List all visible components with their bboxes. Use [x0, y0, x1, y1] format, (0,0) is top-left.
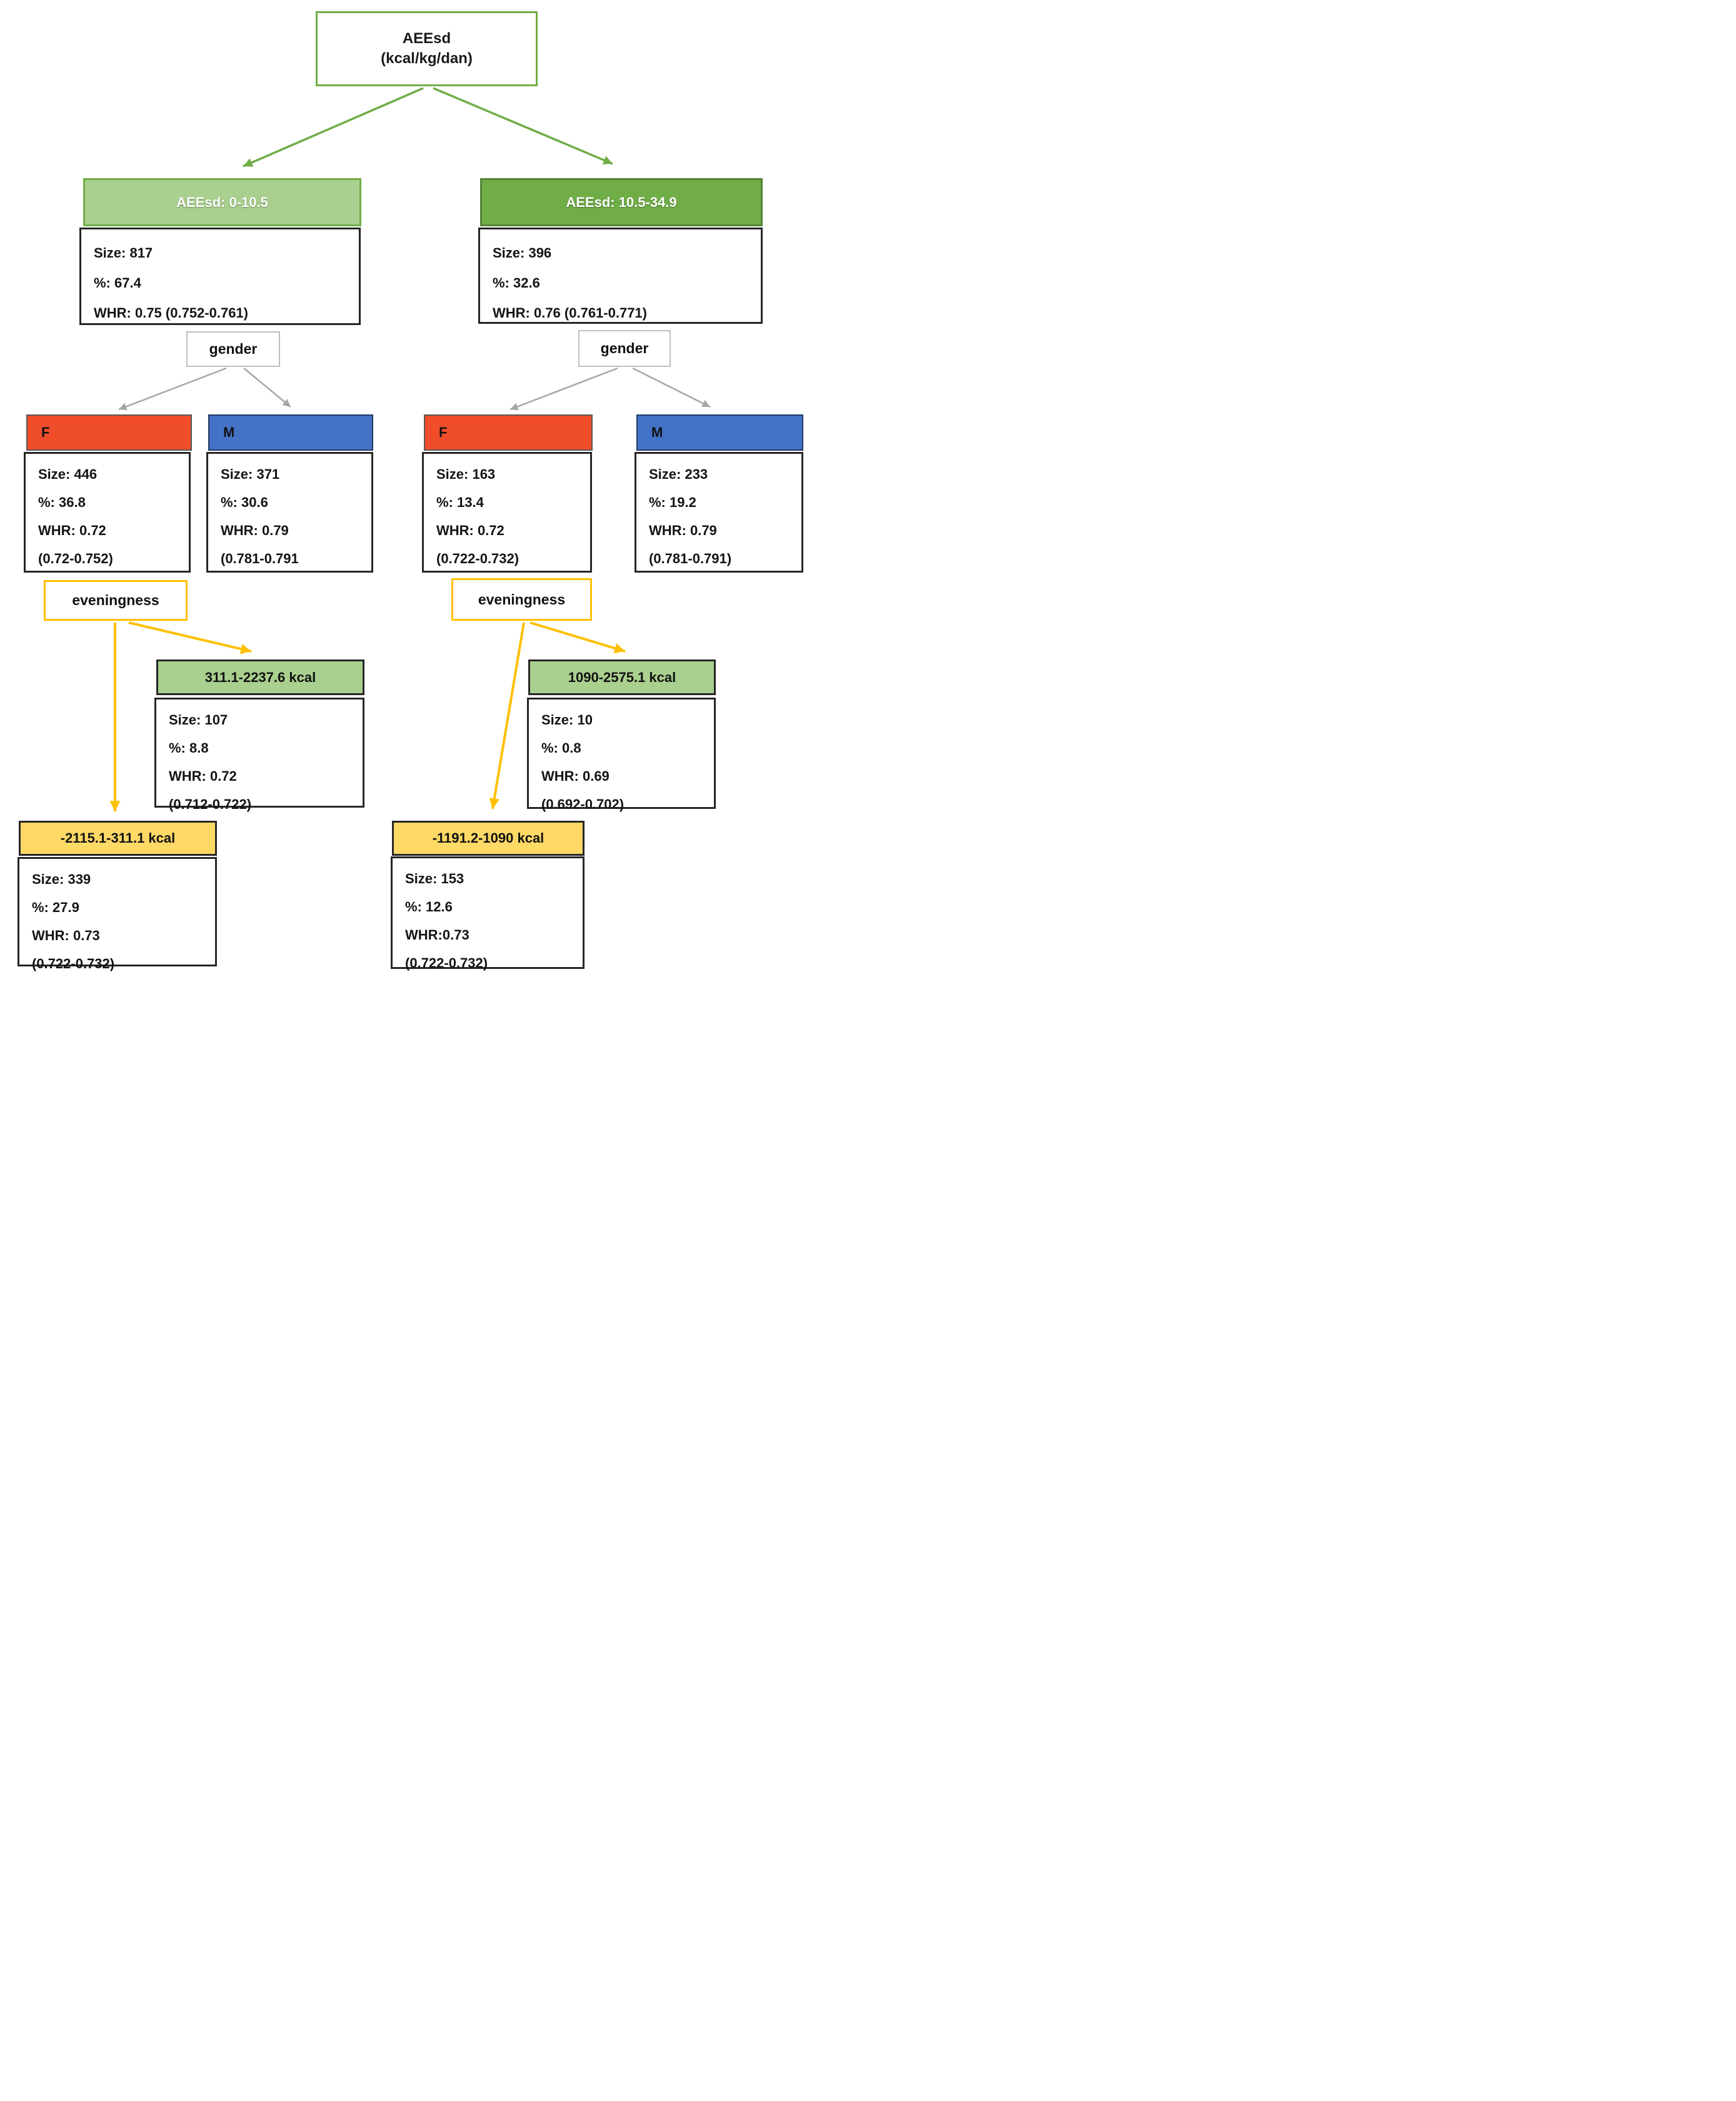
node-header-male-low: M [208, 414, 373, 451]
stat-size: Size: 153 [405, 871, 464, 886]
split-label-eveningness-left: eveningness [44, 580, 188, 621]
arrow-gender-left-to-f [118, 367, 227, 411]
node-header-label: M [651, 424, 663, 440]
stat-whr: WHR: 0.79 [649, 523, 717, 538]
split-label-text: eveningness [478, 591, 566, 608]
stat-percent: %: 27.9 [32, 900, 79, 915]
arrow-root-to-aeesd-high [433, 87, 613, 165]
stat-size: Size: 446 [38, 466, 98, 482]
stat-whr-ci: (0.722-0.732) [32, 956, 115, 971]
stat-whr: WHR: 0.79 [221, 523, 289, 538]
node-header-aeesd-low: AEEsd: 0-10.5 [83, 178, 361, 226]
stat-percent: %: 67.4 [94, 275, 141, 291]
stat-whr-ci: (0.722-0.732) [436, 551, 519, 566]
stat-size: Size: 10 [541, 712, 593, 728]
node-header-kcal-mid-right: 1090-2575.1 kcal [528, 659, 716, 695]
split-label-text: gender [209, 341, 258, 357]
stat-whr: WHR: 0.72 [38, 523, 106, 538]
arrow-gender-left-to-m [243, 368, 291, 408]
stat-percent: %: 8.8 [169, 740, 209, 756]
arrow-eveningness-left-to-high-kcal [128, 621, 252, 654]
arrow-root-to-aeesd-low [243, 87, 424, 168]
arrow-eveningness-right-to-low-kcal [489, 622, 525, 810]
node-body-male-high: Size: 233 %: 19.2 WHR: 0.79 (0.781-0.791… [635, 452, 803, 573]
stat-percent: %: 12.6 [405, 899, 453, 915]
stat-whr: WHR: 0.72 [436, 523, 504, 538]
stat-whr: WHR: 0.72 [169, 768, 237, 784]
node-header-label: AEEsd: 0-10.5 [176, 194, 268, 210]
stat-whr-ci: (0.722-0.732) [405, 955, 488, 971]
stat-whr-ci: (0.692-0.702) [541, 796, 625, 812]
stat-whr: WHR: 0.73 [32, 928, 100, 943]
stat-percent: %: 30.6 [221, 494, 268, 510]
stat-size: Size: 163 [436, 466, 496, 482]
stat-percent: %: 13.4 [436, 494, 484, 510]
stat-size: Size: 396 [493, 245, 552, 261]
root-title-line2: (kcal/kg/dan) [381, 50, 473, 67]
node-body-kcal-bottom-left: Size: 339 %: 27.9 WHR: 0.73 (0.722-0.732… [18, 857, 217, 971]
node-body-aeesd-high: Size: 396 %: 32.6 WHR: 0.76 (0.761-0.771… [478, 228, 763, 324]
node-header-kcal-bottom-right: -1191.2-1090 kcal [392, 821, 585, 856]
node-body-male-low: Size: 371 %: 30.6 WHR: 0.79 (0.781-0.791 [206, 452, 373, 573]
node-header-label: M [223, 424, 235, 440]
node-header-kcal-mid-left: 311.1-2237.6 kcal [156, 659, 364, 695]
node-header-female-low: F [26, 414, 192, 451]
node-body-kcal-mid-right: Size: 10 %: 0.8 WHR: 0.69 (0.692-0.702) [527, 698, 716, 812]
node-header-label: 311.1-2237.6 kcal [204, 669, 316, 685]
stat-size: Size: 233 [649, 466, 708, 482]
stat-percent: %: 0.8 [541, 740, 581, 756]
arrow-gender-right-to-f [509, 367, 618, 411]
stat-size: Size: 817 [94, 245, 153, 261]
node-header-label: -1191.2-1090 kcal [432, 830, 544, 846]
stat-percent: %: 36.8 [38, 494, 86, 510]
arrow-eveningness-right-to-high-kcal [529, 621, 626, 654]
node-body-kcal-mid-left: Size: 107 %: 8.8 WHR: 0.72 (0.712-0.722) [154, 698, 364, 812]
arrow-gender-right-to-m [632, 367, 711, 408]
stat-whr: WHR:0.73 [405, 927, 469, 943]
stat-whr-ci: (0.781-0.791 [221, 551, 299, 566]
stat-size: Size: 371 [221, 466, 280, 482]
split-label-gender-right: gender [578, 330, 671, 367]
split-label-gender-left: gender [186, 331, 280, 367]
decision-tree-diagram: AEEsd (kcal/kg/dan) AEEsd: 0-10.5 Size: … [0, 0, 809, 979]
node-header-aeesd-high: AEEsd: 10.5-34.9 [480, 178, 763, 226]
node-header-label: -2115.1-311.1 kcal [60, 830, 176, 846]
node-header-kcal-bottom-left: -2115.1-311.1 kcal [19, 821, 217, 856]
node-header-label: F [41, 424, 50, 440]
stat-whr: WHR: 0.75 (0.752-0.761) [94, 305, 248, 321]
node-header-female-high: F [424, 414, 593, 451]
stat-whr-ci: (0.712-0.722) [169, 796, 252, 812]
node-header-label: F [439, 424, 448, 440]
stat-size: Size: 107 [169, 712, 228, 728]
node-header-label: AEEsd: 10.5-34.9 [566, 194, 677, 210]
split-label-text: gender [600, 340, 649, 356]
node-body-female-high: Size: 163 %: 13.4 WHR: 0.72 (0.722-0.732… [422, 452, 592, 573]
split-label-text: eveningness [72, 592, 159, 608]
root-title-line1: AEEsd [402, 29, 451, 47]
stat-whr: WHR: 0.69 [541, 768, 610, 784]
stat-whr-ci: (0.781-0.791) [649, 551, 732, 566]
node-body-aeesd-low: Size: 817 %: 67.4 WHR: 0.75 (0.752-0.761… [79, 228, 361, 325]
stat-whr-ci: (0.72-0.752) [38, 551, 113, 566]
stat-percent: %: 19.2 [649, 494, 696, 510]
stat-size: Size: 339 [32, 871, 91, 887]
node-header-label: 1090-2575.1 kcal [568, 669, 676, 685]
root-node-aeesd: AEEsd (kcal/kg/dan) [316, 11, 538, 86]
node-body-female-low: Size: 446 %: 36.8 WHR: 0.72 (0.72-0.752) [24, 452, 191, 573]
split-label-eveningness-right: eveningness [451, 578, 592, 621]
node-body-kcal-bottom-right: Size: 153 %: 12.6 WHR:0.73 (0.722-0.732) [391, 856, 585, 971]
node-header-male-high: M [636, 414, 803, 451]
stat-percent: %: 32.6 [493, 275, 540, 291]
stat-whr: WHR: 0.76 (0.761-0.771) [493, 305, 647, 321]
